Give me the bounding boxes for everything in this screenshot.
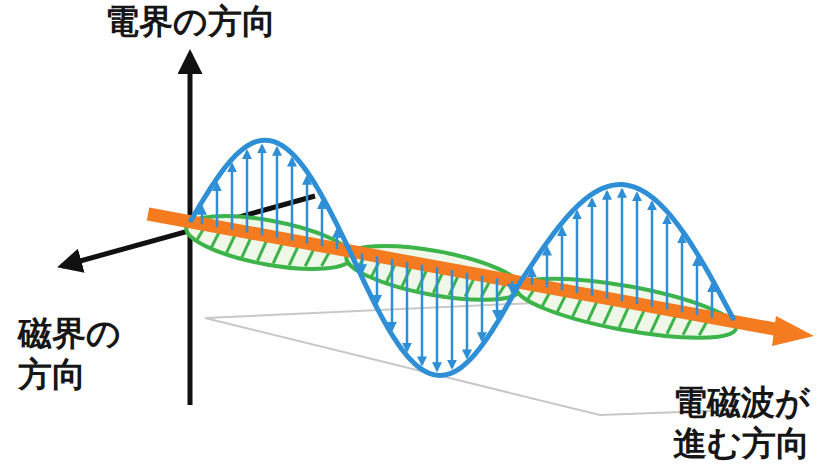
field-arrow	[261, 145, 264, 235]
field-arrow	[336, 230, 339, 249]
field-arrow	[546, 248, 549, 288]
field-arrow	[436, 267, 439, 370]
electric-wave	[190, 140, 734, 375]
field-arrow	[651, 202, 654, 307]
electric-field	[190, 140, 734, 375]
field-arrow	[201, 207, 204, 224]
field-arrow	[606, 192, 609, 299]
field-arrow	[666, 216, 669, 309]
field-arrow	[391, 259, 394, 330]
field-arrow	[636, 193, 639, 304]
field-arrow	[481, 276, 484, 341]
magnetic-field-label: 磁界の 方向	[18, 313, 143, 395]
propagation-label: 電磁波が 進む方向	[630, 382, 810, 464]
field-arrow	[711, 284, 714, 318]
field-arrow	[681, 235, 684, 312]
field-arrow	[231, 164, 234, 229]
field-arrow	[321, 201, 324, 246]
field-arrow	[621, 190, 624, 302]
field-arrow	[421, 265, 424, 365]
field-arrow	[496, 278, 499, 318]
field-arrow	[576, 211, 579, 293]
field-arrow	[291, 159, 294, 241]
field-arrow	[561, 228, 564, 290]
field-arrow	[466, 273, 469, 358]
field-arrow	[246, 151, 249, 232]
field-arrow	[306, 177, 309, 244]
field-arrow	[531, 269, 534, 284]
electric-field-label: 電界の方向	[105, 1, 335, 42]
field-arrow	[376, 256, 379, 303]
field-arrow	[406, 262, 409, 351]
field-arrow	[591, 199, 594, 296]
field-arrow	[276, 148, 279, 238]
field-arrow	[216, 183, 219, 227]
field-arrow	[451, 270, 454, 368]
field-arrow	[696, 258, 699, 315]
